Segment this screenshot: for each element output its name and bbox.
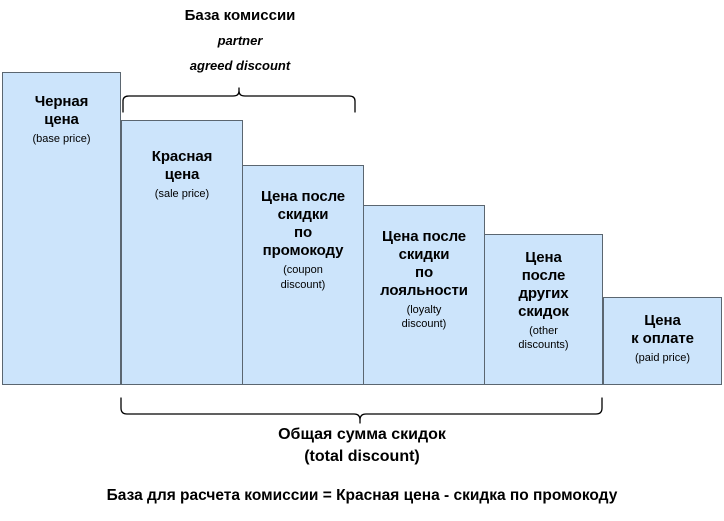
- bar-paid-label-1: Цена: [644, 312, 681, 329]
- bar-other-sublabel-1: (other: [529, 325, 558, 337]
- bar-other-label-4: скидок: [518, 303, 569, 320]
- bar-sale-price-label-2: цена: [164, 166, 200, 183]
- bar-base-price-sublabel: (base price): [32, 133, 91, 145]
- bar-paid-label-2: к оплате: [631, 330, 694, 347]
- top-title-line1: База комиссии: [184, 7, 296, 24]
- total-discount-brace: [120, 397, 603, 424]
- bar-paid-price: Цена к оплате (paid price): [603, 297, 722, 385]
- bar-loyalty-label-1: Цена после: [381, 228, 467, 245]
- total-discount-caption-line2: (total discount): [304, 448, 420, 465]
- bar-other-label-3: других: [518, 285, 569, 302]
- bar-loyalty-sublabel-1: (loyalty: [406, 304, 442, 316]
- bar-loyalty-label-3: по: [414, 264, 434, 281]
- bar-loyalty-label-2: скидки: [398, 246, 450, 263]
- total-discount-caption-line1: Общая сумма скидок: [278, 426, 446, 443]
- bar-coupon-label-4: промокоду: [262, 242, 344, 259]
- bar-base-price-label-2: цена: [44, 111, 79, 128]
- commission-base-brace: [122, 87, 356, 113]
- bar-other-label-1: Цена: [525, 249, 562, 266]
- bar-sale-price: Красная цена (sale price): [121, 120, 243, 385]
- bar-base-price-label-1: Черная: [34, 93, 89, 110]
- bar-loyalty-sublabel-2: discount): [401, 318, 447, 330]
- top-title-line2: partner: [217, 33, 263, 48]
- bar-coupon-sublabel-1: (coupon: [283, 264, 323, 276]
- bar-coupon-label-1: Цена после: [260, 188, 346, 205]
- bar-base-price: Черная цена (base price): [2, 72, 121, 385]
- bar-paid-sublabel: (paid price): [634, 352, 691, 364]
- top-title-line3: agreed discount: [189, 58, 291, 73]
- bar-loyalty-discount: Цена после скидки по лояльности (loyalty…: [363, 205, 485, 385]
- bar-other-sublabel-2: discounts): [518, 339, 569, 351]
- bar-sale-price-label-1: Красная: [151, 148, 213, 165]
- bar-sale-price-sublabel: (sale price): [154, 188, 210, 200]
- bar-other-discounts: Цена после других скидок (other discount…: [484, 234, 603, 385]
- bar-loyalty-label-4: лояльности: [380, 282, 468, 299]
- bar-coupon-discount: Цена после скидки по промокоду (coupon d…: [242, 165, 364, 385]
- commission-formula-footer: База для расчета комиссии = Красная цена…: [106, 487, 618, 504]
- bar-coupon-label-2: скидки: [277, 206, 329, 223]
- bar-other-label-2: после: [521, 267, 566, 284]
- bar-coupon-label-3: по: [293, 224, 313, 241]
- bar-coupon-sublabel-2: discount): [280, 279, 326, 291]
